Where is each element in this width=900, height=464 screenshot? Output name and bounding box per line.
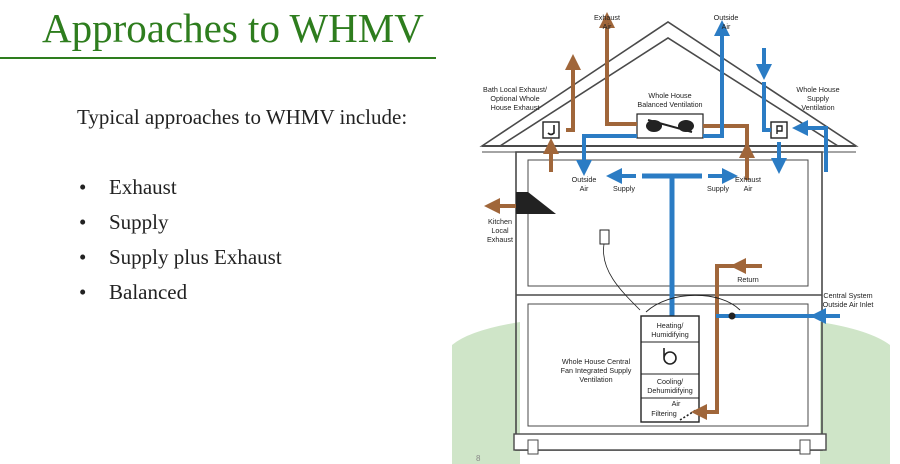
label-kitchen-exhaust: Local xyxy=(491,226,509,235)
label-balanced-ventilation: Balanced Ventilation xyxy=(637,100,702,109)
foundation xyxy=(513,433,827,451)
label-cooling: Dehumidifying xyxy=(647,386,693,395)
label-heating: Heating/ xyxy=(657,321,684,330)
label-bath-exhaust: Optional Whole xyxy=(490,94,539,103)
label-air-filtering: Filtering xyxy=(651,409,677,418)
list-item: • Exhaust xyxy=(77,170,282,205)
supply-outside-duct xyxy=(792,120,828,172)
label-central-fan: Fan Integrated Supply xyxy=(561,366,632,375)
label-outside-air-mid: Outside xyxy=(572,175,597,184)
thermostat-icon xyxy=(599,229,610,245)
label-heating: Humidifying xyxy=(651,330,689,339)
list-item: • Supply plus Exhaust xyxy=(77,240,282,275)
label-outside-air-top: Outside xyxy=(714,13,739,22)
label-central-inlet: Outside Air Inlet xyxy=(823,300,874,309)
ventilation-diagram: Exhaust Air Outside Air Bath Local Exhau… xyxy=(452,12,890,464)
page-number: 8 xyxy=(476,454,481,463)
blower-icon xyxy=(663,348,677,365)
erv-core xyxy=(647,119,693,133)
footing xyxy=(799,439,811,455)
label-kitchen-exhaust: Exhaust xyxy=(487,235,513,244)
approach-list: • Exhaust • Supply • Supply plus Exhaust • B… xyxy=(77,170,282,310)
slide-title: Approaches to WHMV xyxy=(42,5,424,51)
ground xyxy=(820,322,890,464)
label-exhaust-air-mid: Air xyxy=(744,184,753,193)
bullet-icon: • xyxy=(79,210,87,234)
label-central-fan: Ventilation xyxy=(579,375,612,384)
list-item: • Balanced xyxy=(77,275,282,310)
ground xyxy=(452,322,520,464)
label-supply-right: Supply xyxy=(707,184,729,193)
footing xyxy=(527,439,539,455)
label-central-fan: Whole House Central xyxy=(562,357,631,366)
filter-icon xyxy=(679,409,697,421)
outside-air-arrow xyxy=(576,134,637,176)
list-item-label: Supply plus Exhaust xyxy=(109,245,282,269)
bullet-icon: • xyxy=(79,175,87,199)
return-duct xyxy=(691,264,762,420)
control-wire xyxy=(645,294,741,313)
lower-room xyxy=(527,303,809,427)
exhaust-duct xyxy=(703,124,749,170)
kitchen-hood xyxy=(516,192,556,214)
damper-icon xyxy=(728,312,736,320)
label-return: Return xyxy=(737,275,759,284)
label-air-filtering: Air xyxy=(672,399,681,408)
bullet-icon: • xyxy=(79,280,87,304)
list-item-label: Balanced xyxy=(109,280,188,304)
label-balanced-ventilation: Whole House xyxy=(648,91,691,100)
intro-text: Typical approaches to WHMV include: xyxy=(77,105,408,129)
label-supply-ventilation: Whole House xyxy=(796,85,839,94)
label-supply-left: Supply xyxy=(613,184,635,193)
label-supply-ventilation: Supply xyxy=(807,94,829,103)
exhaust-out-arrow xyxy=(599,12,637,126)
label-kitchen-exhaust: Kitchen xyxy=(488,217,512,226)
label-supply-ventilation: Ventilation xyxy=(801,103,834,112)
upper-room xyxy=(527,159,809,287)
supply-duct xyxy=(762,82,771,132)
label-outside-air-mid: Air xyxy=(580,184,589,193)
label-exhaust-air-top: Exhaust xyxy=(594,13,620,22)
outside-air-duct xyxy=(703,20,730,138)
list-item-label: Supply xyxy=(109,210,169,234)
furnace-unit xyxy=(640,315,700,423)
thermostat-wire xyxy=(603,243,641,311)
exhaust-duct-arrow xyxy=(565,54,581,132)
title-underline xyxy=(0,57,436,59)
label-cooling: Cooling/ xyxy=(657,377,683,386)
list-item-label: Exhaust xyxy=(109,175,177,199)
label-central-inlet: Central System xyxy=(823,291,872,300)
label-bath-exhaust: House Exhaust xyxy=(491,103,540,112)
bath-fan-icon xyxy=(542,121,560,139)
list-item: • Supply xyxy=(77,205,282,240)
supply-fan-icon xyxy=(770,121,788,139)
label-outside-air-top: Air xyxy=(722,22,731,31)
label-exhaust-air-mid: Exhaust xyxy=(735,175,761,184)
supply-fan-glyph xyxy=(776,125,783,134)
label-exhaust-air-top: Air xyxy=(603,22,612,31)
bath-fan-glyph xyxy=(547,125,555,136)
bullet-icon: • xyxy=(79,245,87,269)
label-bath-exhaust: Bath Local Exhaust/ xyxy=(483,85,547,94)
